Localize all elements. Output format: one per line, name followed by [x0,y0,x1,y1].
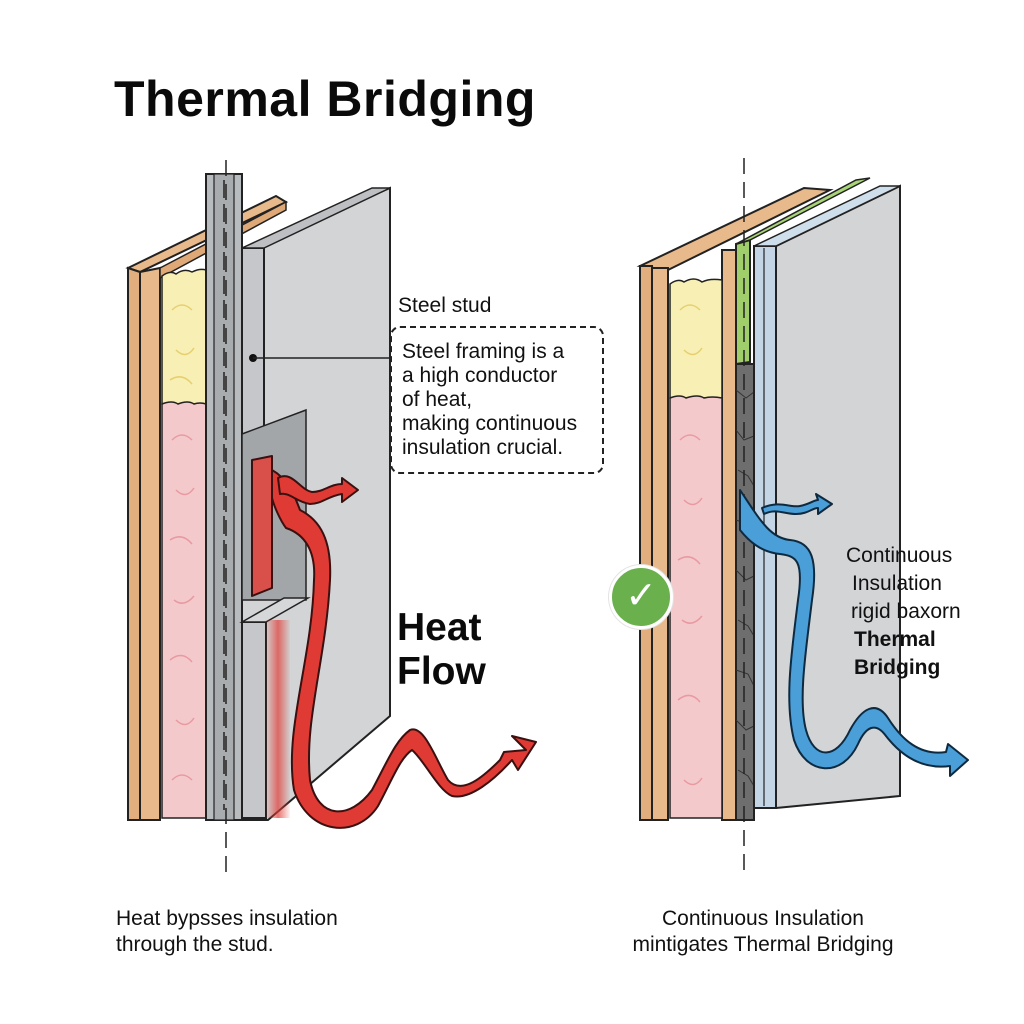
right-caption-line-2: mintigates Thermal Bridging [632,933,894,956]
ci-label-line: rigid baxorn [851,600,961,623]
rigid-board-green [735,238,751,366]
check-icon: ✓ [609,565,673,629]
left-wood-plate [127,266,141,821]
right-insulation-yellow [669,278,723,399]
blue-heat-flow-arrow [739,489,969,777]
heat-glow [266,620,290,818]
left-wood-sheathing [139,266,161,821]
steel-stud-label: Steel stud [398,294,492,317]
left-insulation-pink [161,401,207,819]
red-heat-flow-arrow [251,455,537,829]
continuous-insulation-label: Continuous Insulation rigid baxorn Therm… [846,542,961,682]
heat-flow-label: Heat Flow [397,606,486,694]
left-insulation-yellow [161,268,207,405]
ci-label-line: Continuous [846,544,953,567]
right-wood-plate [639,265,653,821]
ci-label-line: Thermal [854,628,936,651]
left-caption-line-1: Heat bypsses insulation [116,907,338,930]
stud-flange-lower [241,621,267,819]
ci-label-line: Insulation [852,572,942,595]
ci-label-line: Bridging [854,656,941,679]
left-caption-line-2: through the stud. [116,933,274,956]
right-caption-line-1: Continuous Insulation [662,907,864,930]
right-wall-assembly [636,158,901,872]
right-wood-sheathing [651,267,669,821]
steel-framing-callout: Steel framing is a a high conductor of h… [390,326,604,474]
left-insulation-swirls [169,434,195,781]
heat-flow-line-1: Heat [397,606,482,649]
right-wood-stud [721,249,737,821]
stud-flange-upper [241,247,265,435]
right-insulation-swirls [677,434,703,786]
left-caption: Heat bypsses insulation through the stud… [116,906,338,958]
heat-flow-line-2: Flow [397,650,486,693]
rigid-foam-continuous [735,363,755,821]
check-glyph: ✓ [625,575,657,617]
diagram-title: Thermal Bridging [114,71,536,127]
right-insulation-pink [669,395,723,819]
right-caption: Continuous Insulation mintigates Thermal… [608,906,918,958]
